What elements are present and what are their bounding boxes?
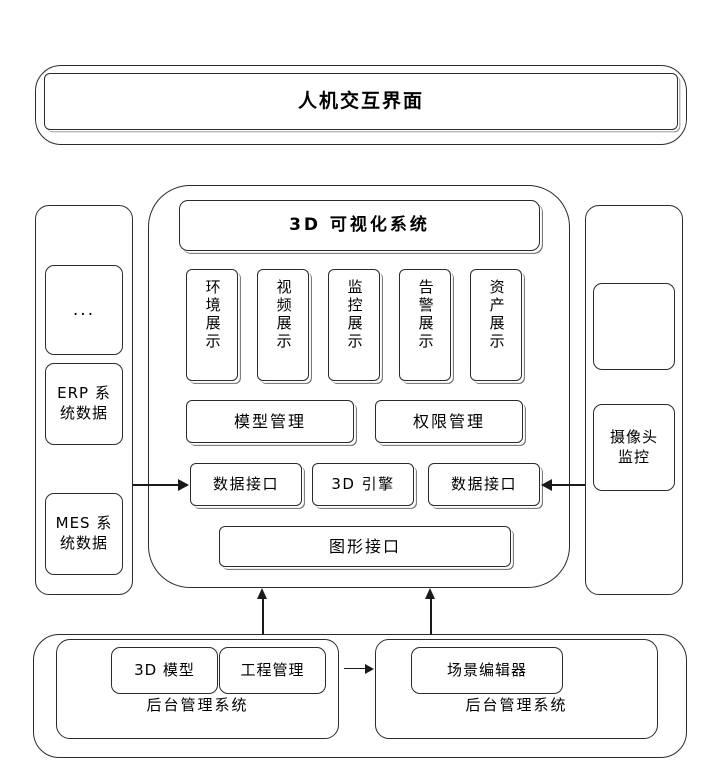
data-interface-left-node[interactable]: 数据接口: [190, 463, 302, 506]
connector-right-sidebar-arrowhead: [541, 479, 552, 491]
engine-3d-node[interactable]: 3D 引擎: [312, 463, 414, 506]
visualization-system-label: 3D 可视化系统: [289, 215, 430, 236]
data-interface-left-label: 数据接口: [212, 474, 279, 493]
left-sidebar-item-ellipsis[interactable]: ...: [45, 265, 123, 355]
connector-backend-left-arrowhead: [257, 588, 267, 599]
connector-backend-bridge-arrowhead: [365, 664, 374, 674]
permission-management-node[interactable]: 权限管理: [375, 400, 523, 443]
display-panel-environment-text-wrap: 环境展示: [203, 270, 222, 380]
display-panel-asset-text-wrap: 资产展示: [487, 270, 506, 380]
engine-3d-label: 3D 引擎: [331, 474, 395, 493]
model-management-node[interactable]: 模型管理: [186, 400, 354, 443]
left-sidebar-item-ellipsis-label: ...: [72, 299, 96, 320]
backend-project-management-label: 工程管理: [240, 660, 305, 679]
left-sidebar-item-mes-label: MES 系 统数据: [55, 514, 113, 552]
display-panel-asset-label: 资产展示: [487, 279, 506, 351]
right-sidebar-item-camera-label: 摄像头 监控: [609, 427, 658, 466]
display-panel-alarm-label: 告警展示: [416, 279, 435, 351]
backend-right-caption: 后台管理系统: [465, 696, 568, 714]
display-panel-video-label: 视频展示: [274, 279, 293, 351]
hmi-panel[interactable]: 人机交互界面: [44, 73, 678, 130]
connector-backend-bridge-line: [344, 668, 366, 670]
left-sidebar-item-erp[interactable]: ERP 系 统数据: [45, 363, 123, 445]
backend-scene-editor-node[interactable]: 场景编辑器: [411, 647, 563, 694]
display-panel-video-text-wrap: 视频展示: [274, 270, 293, 380]
data-interface-right-label: 数据接口: [450, 474, 517, 493]
data-interface-right-node[interactable]: 数据接口: [428, 463, 540, 506]
backend-left-caption: 后台管理系统: [146, 696, 249, 714]
display-panel-monitoring-label: 监控展示: [345, 279, 364, 351]
permission-management-label: 权限管理: [412, 411, 485, 431]
backend-scene-editor-label: 场景编辑器: [446, 660, 527, 679]
display-panel-environment-label: 环境展示: [203, 279, 222, 351]
left-sidebar-item-mes[interactable]: MES 系 统数据: [45, 493, 123, 575]
display-panel-environment[interactable]: 环境展示: [186, 269, 238, 381]
connector-backend-left-line: [262, 597, 264, 635]
right-sidebar-item-camera[interactable]: 摄像头 监控: [593, 404, 675, 491]
hmi-label: 人机交互界面: [297, 89, 424, 112]
display-panel-asset[interactable]: 资产展示: [470, 269, 522, 381]
display-panel-video[interactable]: 视频展示: [257, 269, 309, 381]
backend-model-3d-label: 3D 模型: [134, 660, 195, 679]
display-panel-alarm-text-wrap: 告警展示: [416, 270, 435, 380]
connector-right-sidebar-line: [552, 484, 585, 486]
graphics-interface-label: 图形接口: [328, 536, 401, 556]
visualization-system-panel[interactable]: 3D 可视化系统: [179, 200, 540, 251]
connector-backend-right-line: [430, 597, 432, 635]
right-sidebar-item-empty[interactable]: [593, 283, 675, 370]
connector-backend-right-arrowhead: [425, 588, 435, 599]
backend-project-management-node[interactable]: 工程管理: [219, 647, 326, 694]
backend-model-3d-node[interactable]: 3D 模型: [111, 647, 218, 694]
connector-left-sidebar-line: [133, 484, 179, 486]
display-panel-monitoring[interactable]: 监控展示: [328, 269, 380, 381]
display-panel-alarm[interactable]: 告警展示: [399, 269, 451, 381]
model-management-label: 模型管理: [233, 411, 306, 431]
connector-left-sidebar-arrowhead: [178, 479, 189, 491]
graphics-interface-node[interactable]: 图形接口: [219, 526, 511, 567]
left-sidebar-item-erp-label: ERP 系 统数据: [57, 384, 111, 422]
right-sidebar-container: [585, 205, 683, 595]
display-panel-monitoring-text-wrap: 监控展示: [345, 270, 364, 380]
core-container: [148, 185, 570, 588]
